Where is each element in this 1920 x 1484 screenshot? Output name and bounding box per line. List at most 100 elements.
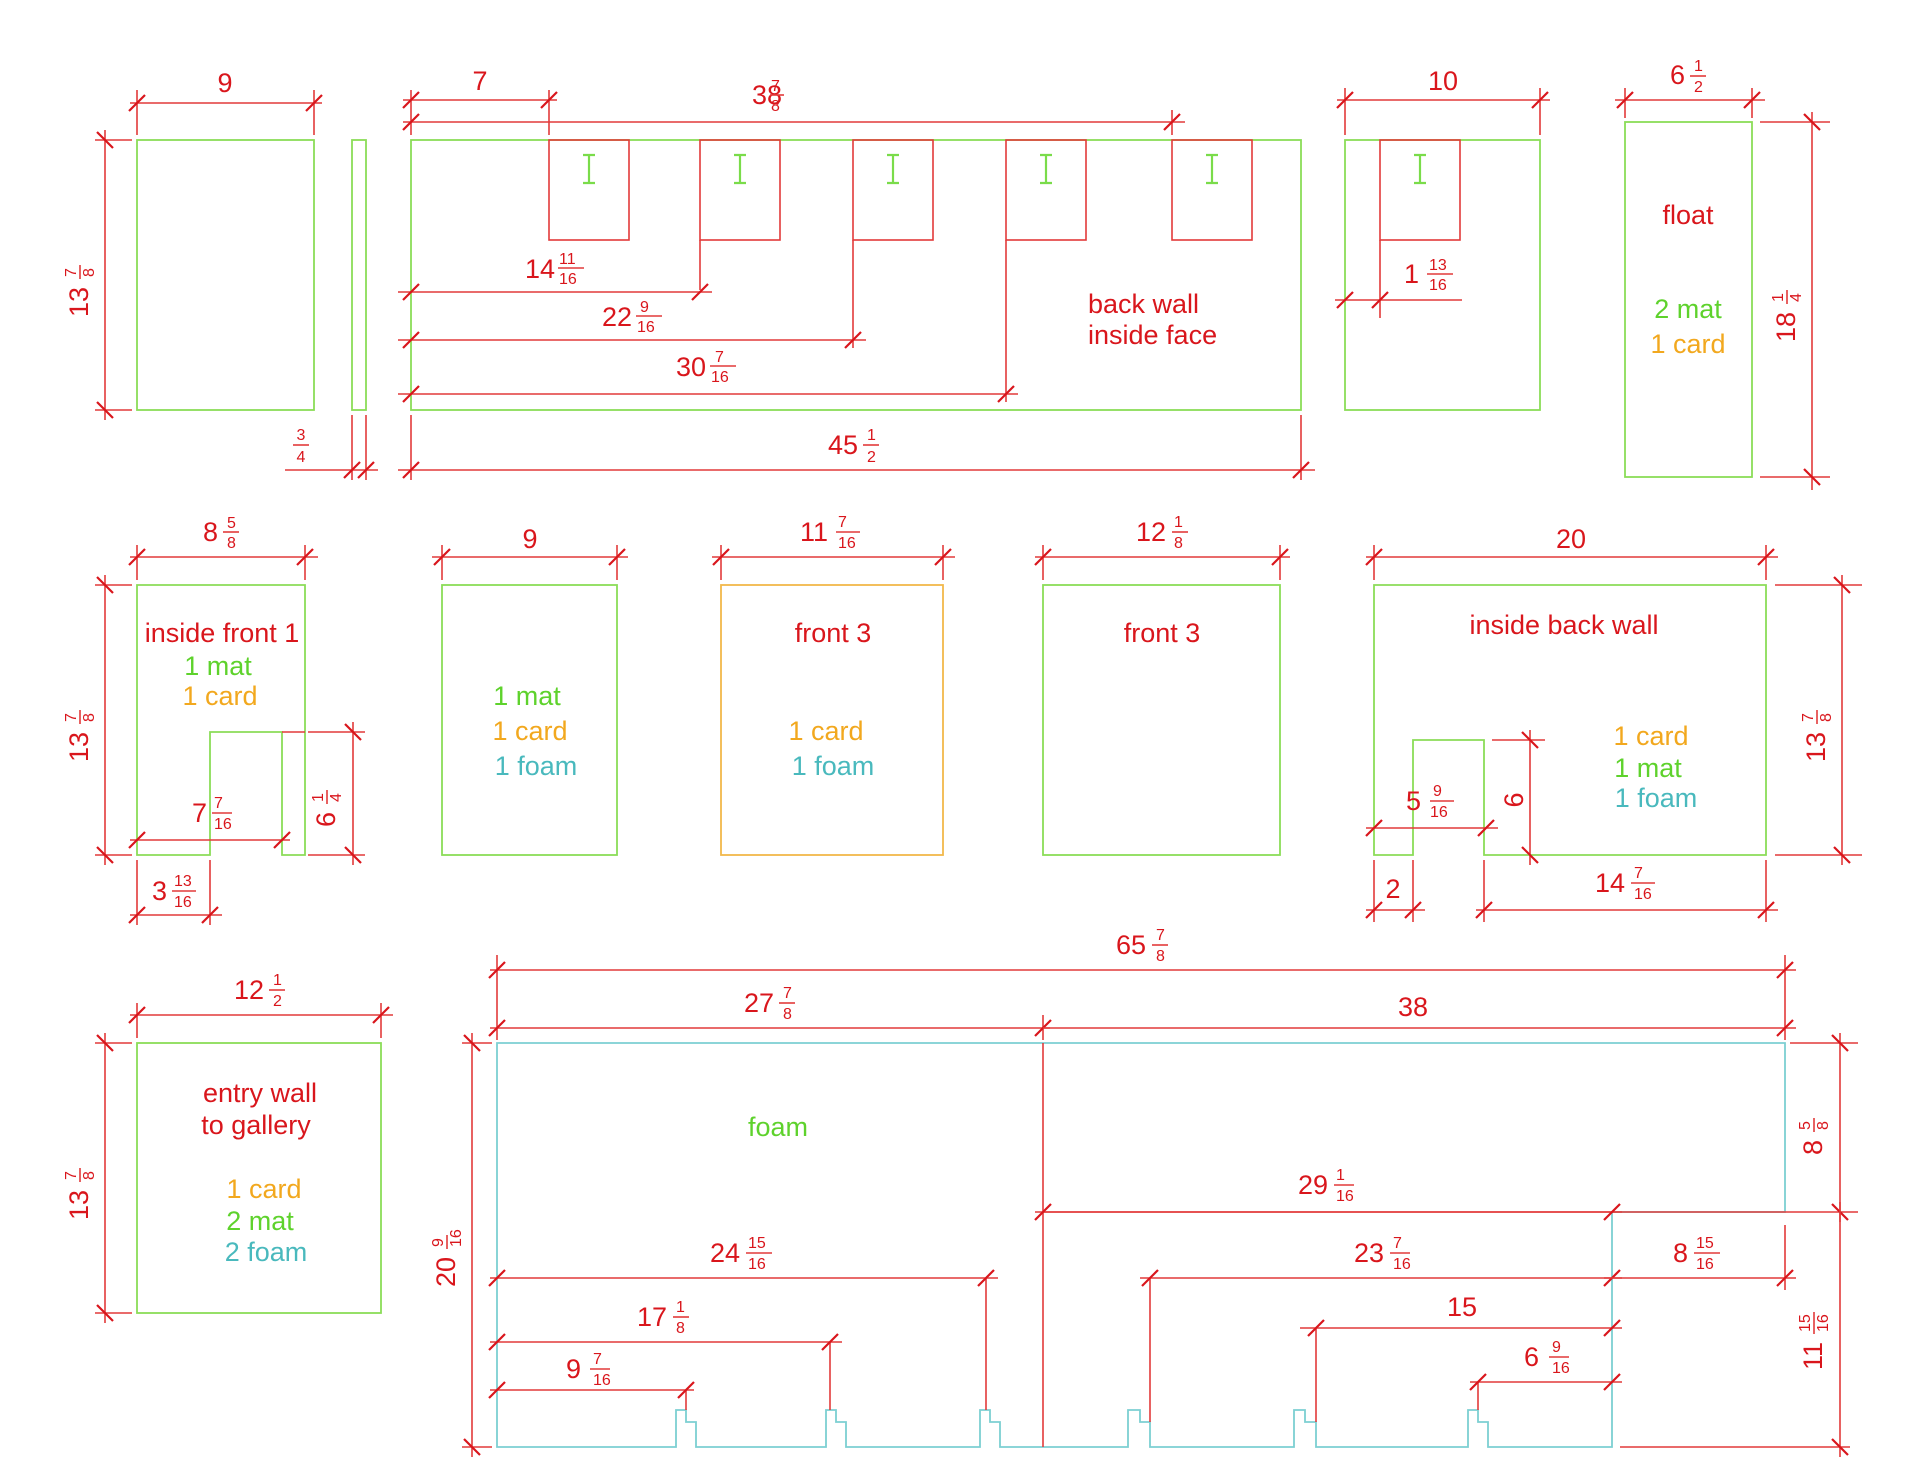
dim-frac-num: 7 <box>1393 1235 1402 1252</box>
dim-frac-num: 3 <box>297 427 306 444</box>
dim-frac-den: 16 <box>174 894 192 911</box>
dim-label: 6 <box>1499 792 1529 807</box>
dim-entry-width: 12 1 2 <box>128 972 393 1038</box>
dim-label: 9 <box>566 1354 581 1384</box>
inside-front-mat: 1 mat <box>184 651 252 681</box>
dim-frac-den: 2 <box>273 993 282 1010</box>
float-mat: 2 mat <box>1654 294 1722 324</box>
dim-frac-num: 7 <box>593 1351 602 1368</box>
entry-mat: 2 mat <box>226 1206 294 1236</box>
dim-label: 5 <box>1406 786 1421 816</box>
dim-frac-num: 7 <box>63 713 80 722</box>
entry-wall-panel <box>136 1042 382 1314</box>
dim-frac-num: 7 <box>1800 713 1817 722</box>
dim-label: 29 <box>1298 1170 1328 1200</box>
ibeam-icon <box>1414 153 1426 185</box>
dim-foam-total: 65 7 8 <box>488 927 1796 1040</box>
dim-frac-num: 15 <box>1797 1314 1814 1332</box>
dim-frac-num: 7 <box>63 1171 80 1180</box>
dim-inside-back-right: 14 7 16 <box>1475 860 1778 922</box>
front3-panel-a <box>720 584 944 856</box>
dim-frac-den: 16 <box>1634 886 1652 903</box>
dim-frac-den: 16 <box>1393 1256 1411 1273</box>
dim-frac-num: 1 <box>1174 514 1183 531</box>
dim-label: 12 <box>234 975 264 1005</box>
dim-frac-num: 1 <box>1770 293 1787 302</box>
dim-frac-num: 7 <box>771 78 780 95</box>
dim-frac-den: 16 <box>711 369 729 386</box>
dim-foam-notch5: 15 <box>1300 1292 1622 1337</box>
front3a-card: 1 card <box>788 716 863 746</box>
dim-frac-den: 2 <box>867 449 876 466</box>
dim-cutout-offset: 3 13 16 <box>128 860 222 925</box>
dim-label: 15 <box>1447 1292 1477 1322</box>
dim-frac-num: 7 <box>715 349 724 366</box>
back-wall-label: inside face <box>1088 320 1217 350</box>
dim-frac-den: 4 <box>328 793 345 802</box>
dim-label: 24 <box>710 1238 740 1268</box>
dim-label: 65 <box>1116 930 1146 960</box>
dim-frac-den: 16 <box>1815 1314 1832 1332</box>
dim-label: 7 <box>472 66 487 96</box>
dim-frac-den: 16 <box>838 535 856 552</box>
panel9-foam: 1 foam <box>495 751 578 781</box>
dim-foam-notch4: 17 1 8 <box>488 1299 842 1351</box>
dim-foam-notch7: 6 9 16 <box>1469 1339 1622 1391</box>
dim-frac-den: 16 <box>1430 804 1448 821</box>
edge-strip <box>351 139 367 411</box>
dim-front3a-width: 11 7 16 <box>712 514 955 580</box>
dim-frac-num: 9 <box>640 299 649 316</box>
dim-entry-height: 13 7 8 <box>63 1033 132 1323</box>
dim-label: 14 <box>525 254 555 284</box>
dim-foam-step: 8 5 8 <box>1612 1033 1858 1222</box>
dim-label: 18 <box>1771 312 1801 342</box>
dim-frac-den: 4 <box>297 449 306 466</box>
entry-card: 1 card <box>226 1174 301 1204</box>
dim-label: 30 <box>676 352 706 382</box>
dim-frac-num: 1 <box>867 427 876 444</box>
foam-board <box>496 1042 1786 1448</box>
dim-panel9-width: 9 <box>432 524 628 580</box>
dim-label: 20 <box>1556 524 1586 554</box>
dim-frac-den: 2 <box>1694 79 1703 96</box>
dim-label: 2 <box>1385 874 1400 904</box>
dim-float-height: 18 1 4 <box>1760 112 1830 490</box>
dim-frac-num: 5 <box>1797 1121 1814 1130</box>
dim-label: 6 <box>311 812 341 827</box>
dim-label: 7 <box>192 798 207 828</box>
dim-float-width: 6 1 2 <box>1615 58 1765 118</box>
dim-frac-num: 13 <box>174 873 192 890</box>
dim-label: 38 <box>1398 992 1428 1022</box>
back-wall-label: back wall <box>1088 289 1199 319</box>
side-panel <box>136 139 315 411</box>
dim-label: 3 <box>152 876 167 906</box>
dim-label: 8 <box>1798 1140 1828 1155</box>
dim-frac-num: 7 <box>783 985 792 1002</box>
inside-back-label: inside back wall <box>1469 610 1658 640</box>
dim-label: 6 <box>1670 60 1685 90</box>
dim-cutout-width: 7 7 16 <box>128 795 291 849</box>
dim-frac-num: 9 <box>1552 1339 1561 1356</box>
dim-foam-right: 38 <box>1043 992 1796 1037</box>
dim-label: 8 <box>203 517 218 547</box>
dim-frac-den: 8 <box>227 535 236 552</box>
inside-back-panel <box>1373 584 1767 856</box>
dim-label: 23 <box>1354 1238 1384 1268</box>
dim-frac-den: 16 <box>448 1229 465 1247</box>
dim-frac-den: 8 <box>81 1171 98 1180</box>
float-label: float <box>1662 200 1714 230</box>
dim-inside-back-width: 20 <box>1365 524 1778 580</box>
dim-slot-span: 38 7 8 <box>402 78 1185 135</box>
dim-frac-den: 8 <box>783 1006 792 1023</box>
dim-frac-num: 5 <box>227 515 236 532</box>
dim-frac-num: 15 <box>748 1235 766 1252</box>
entry-label: entry wall <box>203 1078 317 1108</box>
side-panel-10 <box>1344 139 1541 411</box>
dim-label: 13 <box>64 732 94 762</box>
dim-foam-notch1: 24 15 16 <box>488 1235 998 1287</box>
dim-inside-back-leg: 2 <box>1365 860 1425 922</box>
dim-inside-front-width: 8 5 8 <box>128 515 318 580</box>
dim-front3b-width: 12 1 8 <box>1034 514 1290 580</box>
inside-back-foam: 1 foam <box>1615 783 1698 813</box>
dim-foam-left: 27 7 8 <box>488 985 1052 1040</box>
